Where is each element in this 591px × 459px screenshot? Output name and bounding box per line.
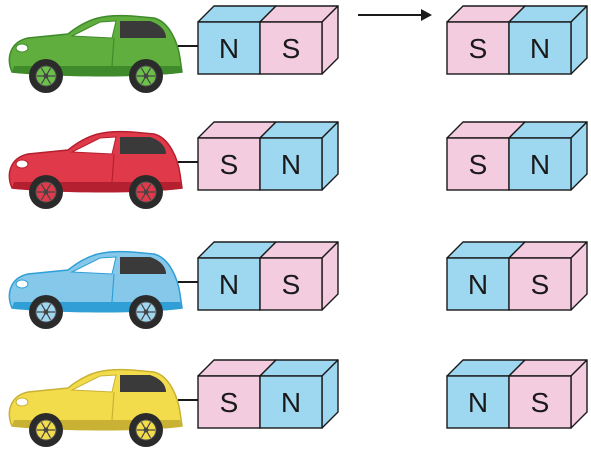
car-hub: [143, 189, 149, 195]
car-hub: [143, 427, 149, 433]
south-pole-label: S: [469, 33, 488, 64]
car-windshield: [70, 256, 117, 275]
arrow-head: [421, 9, 432, 21]
car-headlight: [15, 43, 29, 53]
south-pole-label: S: [220, 387, 239, 418]
car-headlight: [15, 397, 29, 407]
car-hub: [43, 189, 49, 195]
car-hub: [143, 73, 149, 79]
south-pole-label: S: [220, 149, 239, 180]
south-pole-face: [508, 257, 572, 311]
north-pole-label: N: [468, 387, 488, 418]
car-headlight: [15, 279, 29, 289]
south-pole-label: S: [531, 387, 550, 418]
north-pole-label: N: [468, 269, 488, 300]
car-hub: [143, 309, 149, 315]
south-pole-label: S: [469, 149, 488, 180]
north-pole-label: N: [530, 33, 550, 64]
south-pole-face: [446, 21, 510, 75]
south-pole-face: [197, 375, 261, 429]
car-windshield: [70, 374, 117, 393]
north-pole-face: [508, 137, 572, 191]
south-pole-label: S: [282, 269, 301, 300]
car-hub: [43, 73, 49, 79]
north-pole-label: N: [219, 269, 239, 300]
right-arrow-icon: [358, 9, 432, 21]
south-pole-label: S: [531, 269, 550, 300]
car-door-line: [111, 153, 115, 183]
south-pole-face: [259, 21, 323, 75]
south-pole-face: [259, 257, 323, 311]
north-pole-face: [259, 375, 323, 429]
north-pole-face: [197, 21, 261, 75]
north-pole-label: N: [219, 33, 239, 64]
car-headlight: [15, 159, 29, 169]
car-door-line: [111, 273, 115, 303]
south-pole-label: S: [282, 33, 301, 64]
north-pole-face: [259, 137, 323, 191]
car-door-line: [111, 37, 115, 67]
north-pole-label: N: [281, 149, 301, 180]
car-windshield: [70, 20, 117, 39]
north-pole-label: N: [530, 149, 550, 180]
north-pole-face: [508, 21, 572, 75]
car-side-window: [120, 257, 166, 274]
north-pole-face: [197, 257, 261, 311]
red-car-icon: [8, 130, 183, 209]
yellow-car-icon: [8, 368, 183, 447]
car-door-line: [111, 391, 115, 421]
car-side-window: [120, 375, 166, 392]
car-hub: [43, 309, 49, 315]
south-pole-face: [446, 137, 510, 191]
car-hub: [43, 427, 49, 433]
car-windshield: [70, 136, 117, 155]
car-side-window: [120, 21, 166, 38]
south-pole-face: [508, 375, 572, 429]
north-pole-face: [446, 375, 510, 429]
north-pole-label: N: [281, 387, 301, 418]
blue-car-icon: [8, 250, 183, 329]
green-car-icon: [8, 14, 183, 93]
car-side-window: [120, 137, 166, 154]
